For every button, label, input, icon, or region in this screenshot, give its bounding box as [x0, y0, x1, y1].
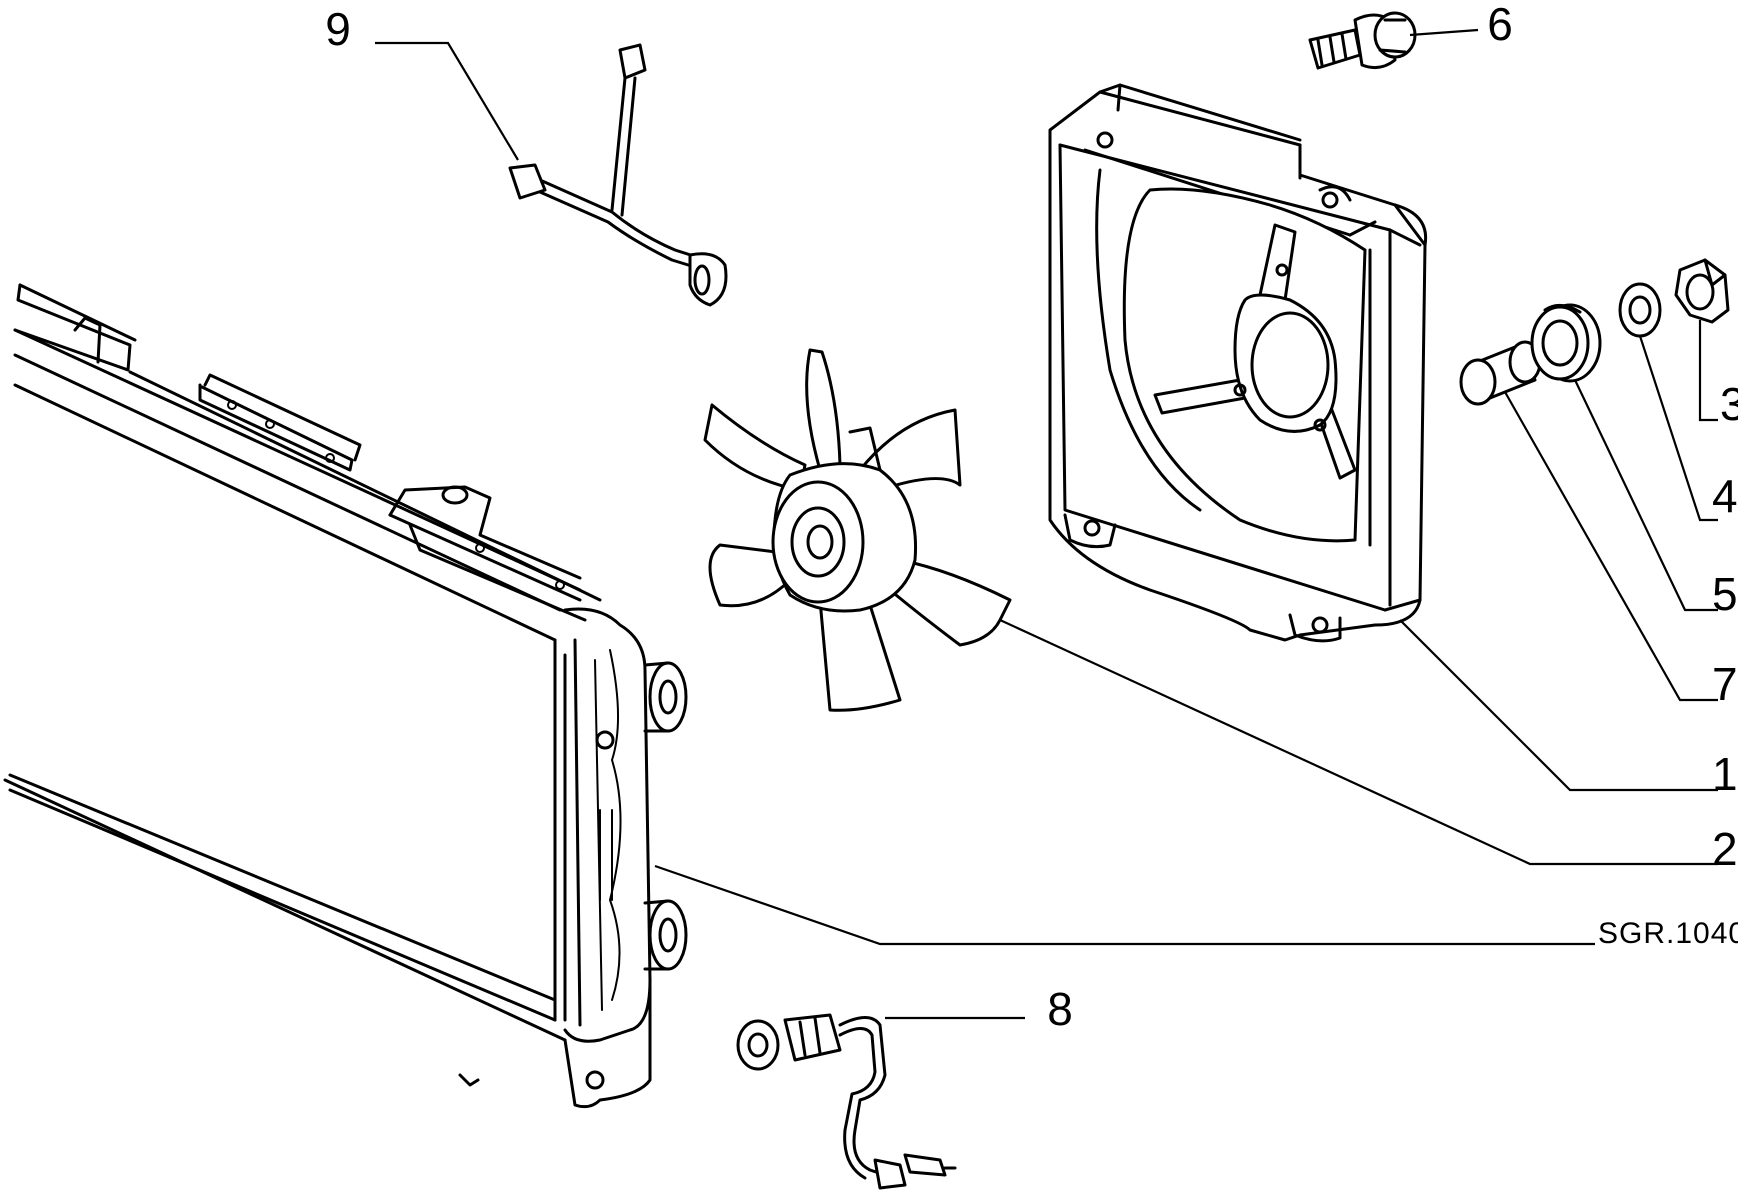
radiator	[3, 283, 688, 1109]
callout-9: 9	[325, 3, 351, 55]
callout-5: 5	[1712, 568, 1738, 620]
thermal-switch	[736, 1013, 957, 1190]
callout-1: 1	[1712, 748, 1738, 800]
wiring-harness	[508, 43, 728, 307]
fan-blade-assembly	[703, 348, 1012, 712]
callout-4: 4	[1712, 470, 1738, 522]
callout-3: 3	[1720, 378, 1738, 430]
washer	[1618, 282, 1662, 338]
leader-lines	[375, 28, 1718, 1020]
rubber-grommet	[1530, 303, 1602, 383]
callout-8: 8	[1047, 983, 1073, 1035]
bushing	[1459, 340, 1542, 406]
callout-6: 6	[1487, 0, 1513, 50]
reference-code: SGR.10401	[1598, 917, 1738, 950]
callout-labels: 9 6 3 4 5 7 1 2 8 SGR.10401	[325, 0, 1738, 1035]
callout-7: 7	[1712, 658, 1738, 710]
bolt	[1308, 11, 1417, 70]
fan-shroud	[1048, 83, 1428, 643]
callout-2: 2	[1712, 823, 1738, 875]
nut	[1674, 258, 1730, 324]
